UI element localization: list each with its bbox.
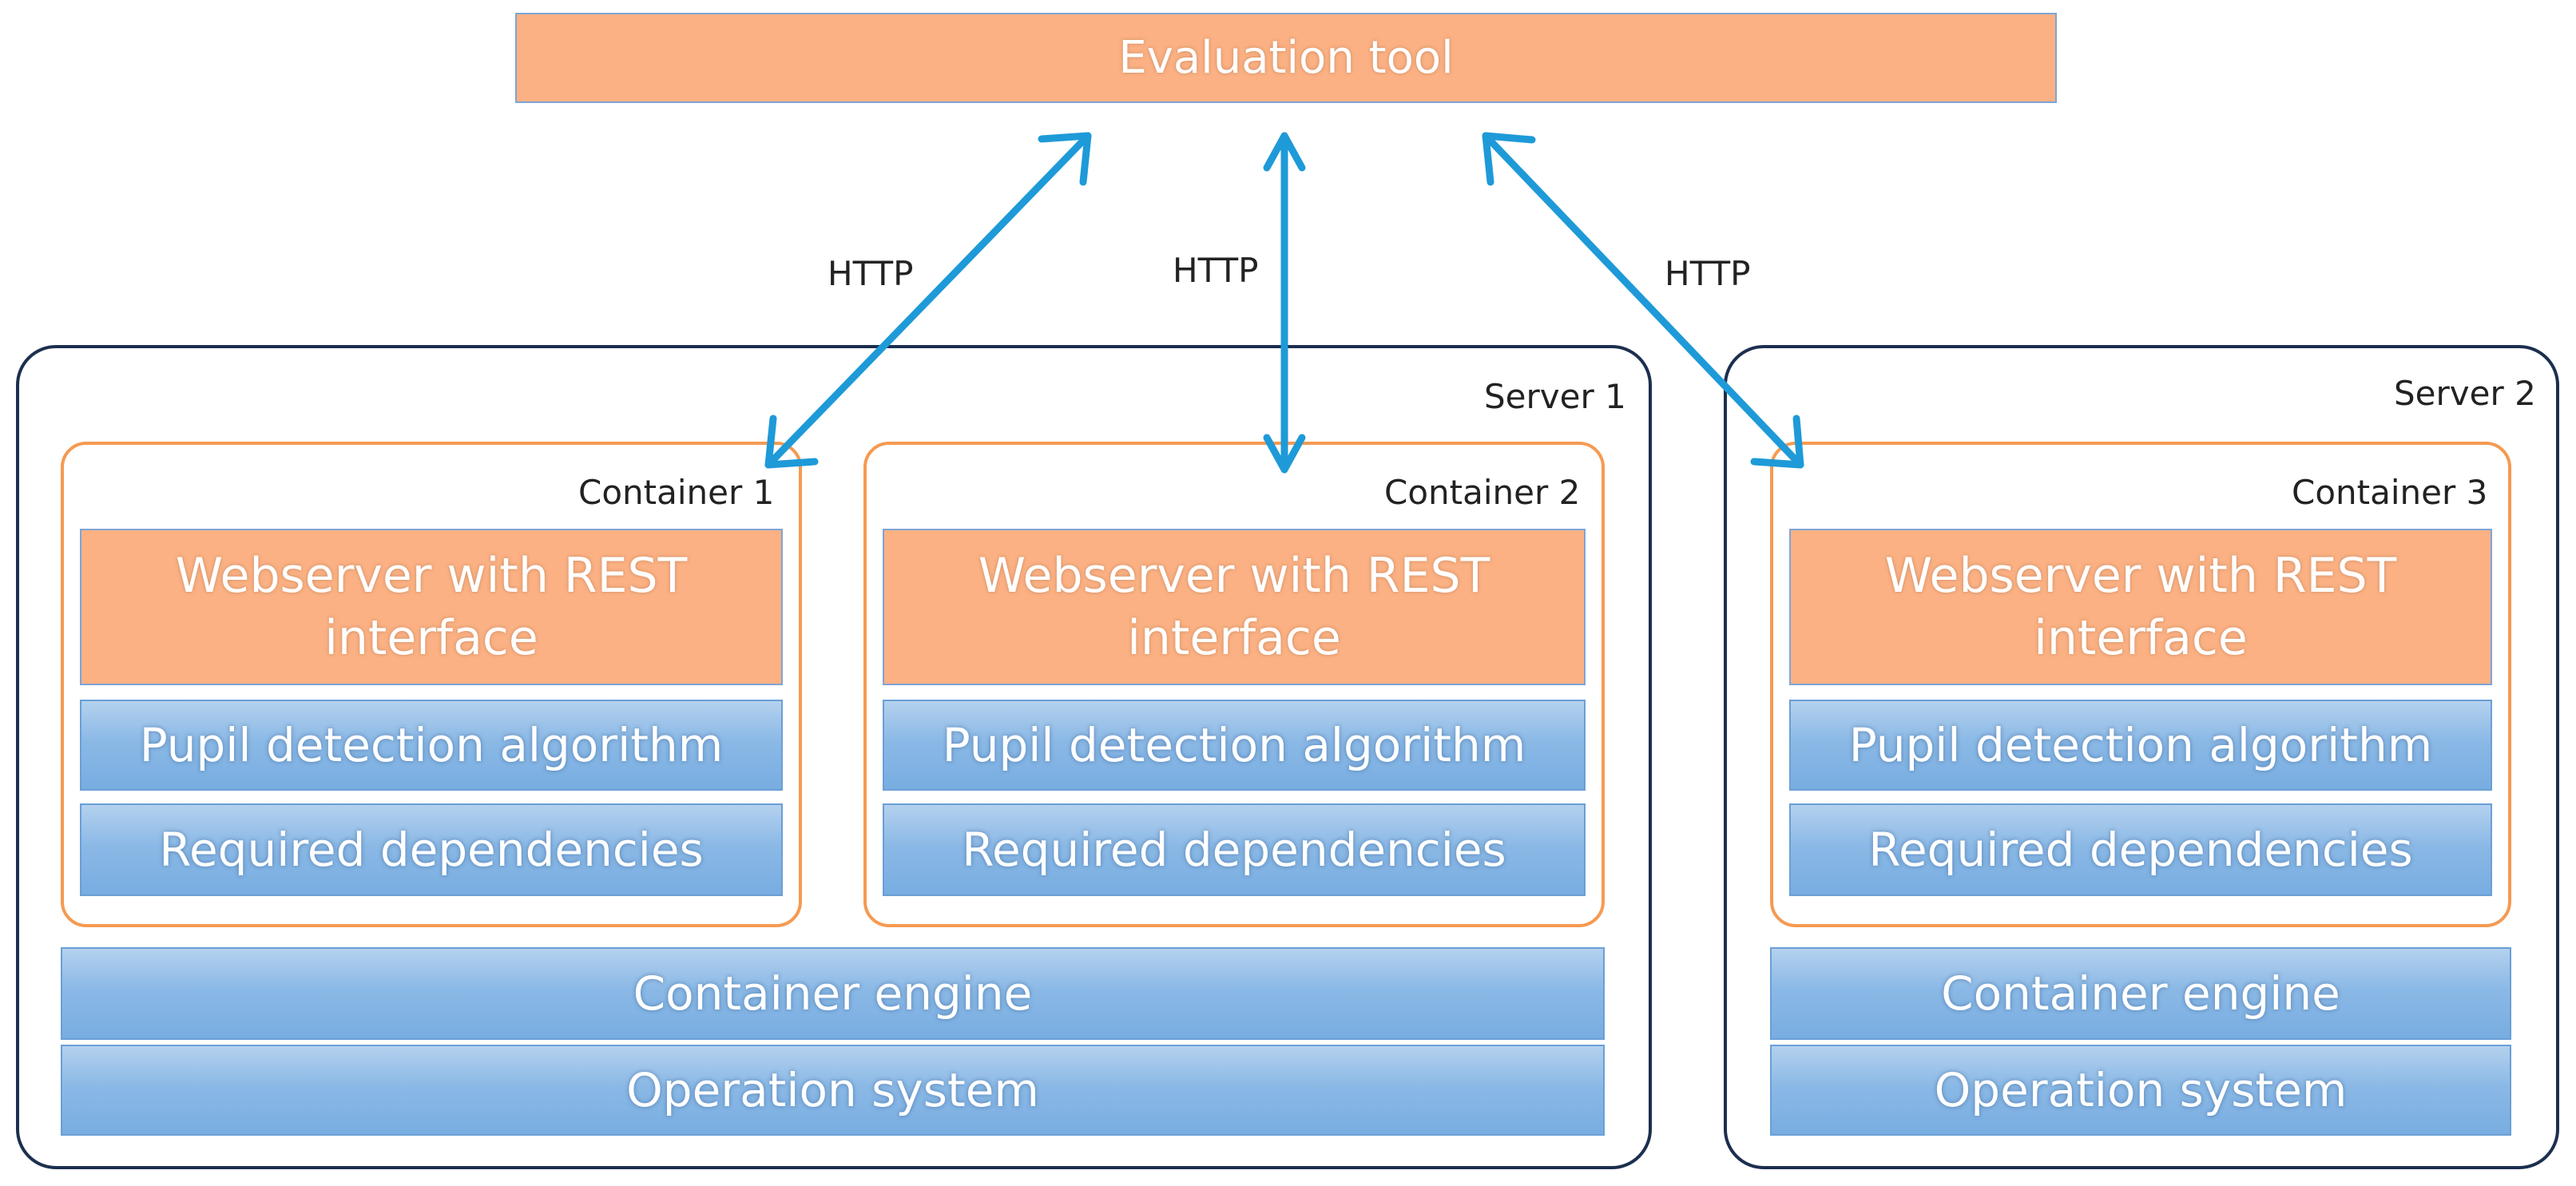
http-label-2: HTTP xyxy=(1173,251,1259,290)
dependencies-box-1: Required dependencies xyxy=(80,803,783,896)
container-3-label: Container 3 xyxy=(2292,473,2488,512)
server-2-label: Server 2 xyxy=(2394,374,2536,413)
webserver-rest-box-1: Webserver with REST interface xyxy=(80,529,783,685)
http-arrow-2 xyxy=(1263,132,1306,474)
http-label-3: HTTP xyxy=(1665,254,1751,293)
container-1-label: Container 1 xyxy=(578,473,775,512)
http-arrow-3 xyxy=(1482,132,1804,469)
dependencies-box-3: Required dependencies xyxy=(1789,803,2492,896)
pupil-detection-box-2: Pupil detection algorithm xyxy=(883,700,1586,791)
operation-system-bar-1: Operation system xyxy=(61,1045,1605,1136)
container-2-label: Container 2 xyxy=(1384,473,1581,512)
dependencies-box-2: Required dependencies xyxy=(883,803,1586,896)
operation-system-bar-2: Operation system xyxy=(1770,1045,2511,1136)
server-1-label: Server 1 xyxy=(1484,377,1626,416)
pupil-detection-box-3: Pupil detection algorithm xyxy=(1789,700,2492,791)
webserver-rest-box-2: Webserver with REST interface xyxy=(883,529,1586,685)
http-arrow-1 xyxy=(764,132,1092,469)
evaluation-tool-box: Evaluation tool xyxy=(515,13,2057,103)
pupil-detection-box-1: Pupil detection algorithm xyxy=(80,700,783,791)
container-engine-bar-1: Container engine xyxy=(61,947,1605,1040)
container-engine-bar-2: Container engine xyxy=(1770,947,2511,1040)
http-label-1: HTTP xyxy=(828,254,914,293)
webserver-rest-box-3: Webserver with REST interface xyxy=(1789,529,2492,685)
